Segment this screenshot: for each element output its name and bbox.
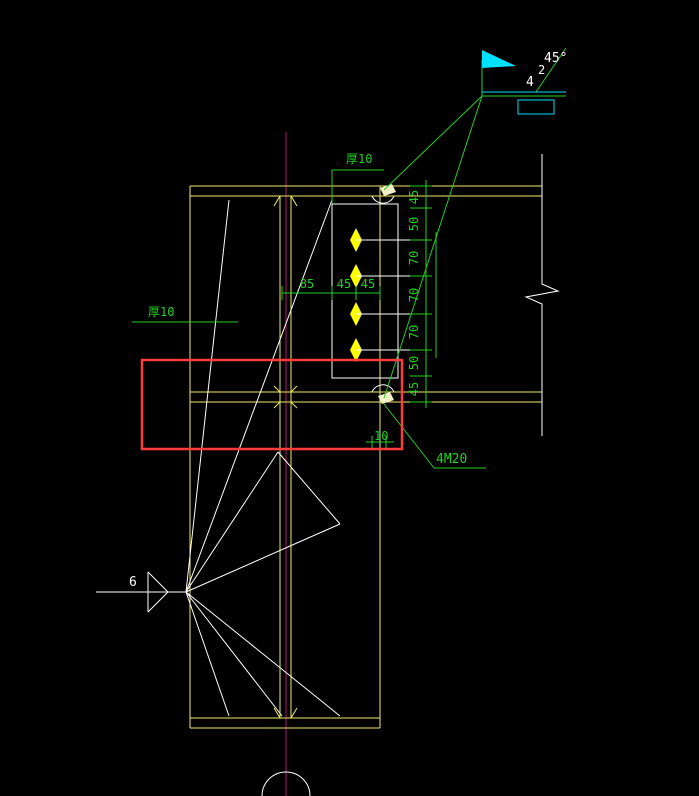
dimension-lines xyxy=(132,47,567,469)
vertical-dim-text: 50 xyxy=(407,356,421,370)
vertical-dim-text: 70 xyxy=(407,288,421,302)
vertical-dimension-texts: 45 50 70 70 70 50 45 xyxy=(407,190,421,396)
column-steel xyxy=(189,185,542,729)
weld-angle-label: 45° xyxy=(544,51,567,66)
drawing-background xyxy=(0,4,699,796)
centerline-end-circle xyxy=(261,771,311,796)
vertical-dim-text: 50 xyxy=(407,217,421,231)
weld-symbol-box xyxy=(517,99,555,115)
beam-break-line xyxy=(524,154,560,436)
weld-top xyxy=(380,184,396,196)
section-mark-label: 6 xyxy=(129,575,137,590)
horizontal-dimension-texts: 85 45 45 xyxy=(300,277,375,291)
vertical-dim-text: 45 xyxy=(407,382,421,396)
plate-thickness-top-label: 厚10 xyxy=(346,152,372,166)
bolt-spec-label: 4M20 xyxy=(436,452,467,467)
highlight-box[interactable] xyxy=(140,358,404,451)
horizontal-dim-text: 85 xyxy=(300,277,314,291)
horizontal-dim-text: 45 xyxy=(361,277,375,291)
weld-leg-label: 2 xyxy=(538,63,545,77)
gap-dim-label: 10 xyxy=(374,429,388,443)
vertical-dim-text: 70 xyxy=(407,251,421,265)
vertical-dim-text: 70 xyxy=(407,325,421,339)
weld-size-label: 4 xyxy=(526,75,534,90)
section-sight-lines xyxy=(96,199,341,717)
weld-marks xyxy=(378,184,396,404)
plate-thickness-left-label: 厚10 xyxy=(148,305,174,319)
vertical-dim-text: 45 xyxy=(407,190,421,204)
weld-flag-icon xyxy=(482,50,516,68)
horizontal-dim-text: 45 xyxy=(337,277,351,291)
weld-bottom xyxy=(378,392,394,404)
